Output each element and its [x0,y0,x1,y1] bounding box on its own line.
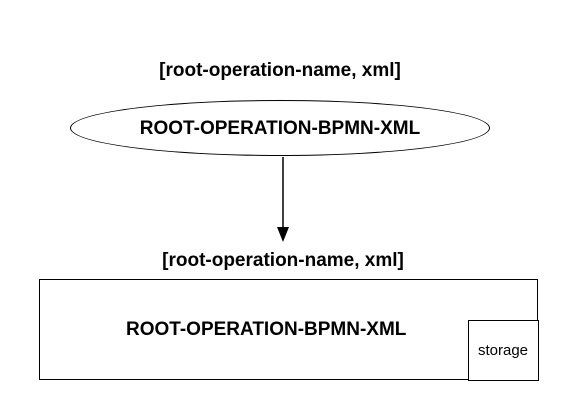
flow-arrowhead [277,227,289,242]
top-node-params-label: [root-operation-name, xml] [159,60,401,81]
bottom-node-params-label: [root-operation-name, xml] [162,250,404,271]
bottom-operation-title: ROOT-OPERATION-BPMN-XML [126,319,407,340]
bottom-operation-node: ROOT-OPERATION-BPMN-XML storage [39,279,539,381]
top-operation-title: ROOT-OPERATION-BPMN-XML [139,117,421,139]
storage-box: storage [467,319,539,381]
storage-label: storage [477,341,529,359]
top-operation-node: ROOT-OPERATION-BPMN-XML [70,100,490,156]
